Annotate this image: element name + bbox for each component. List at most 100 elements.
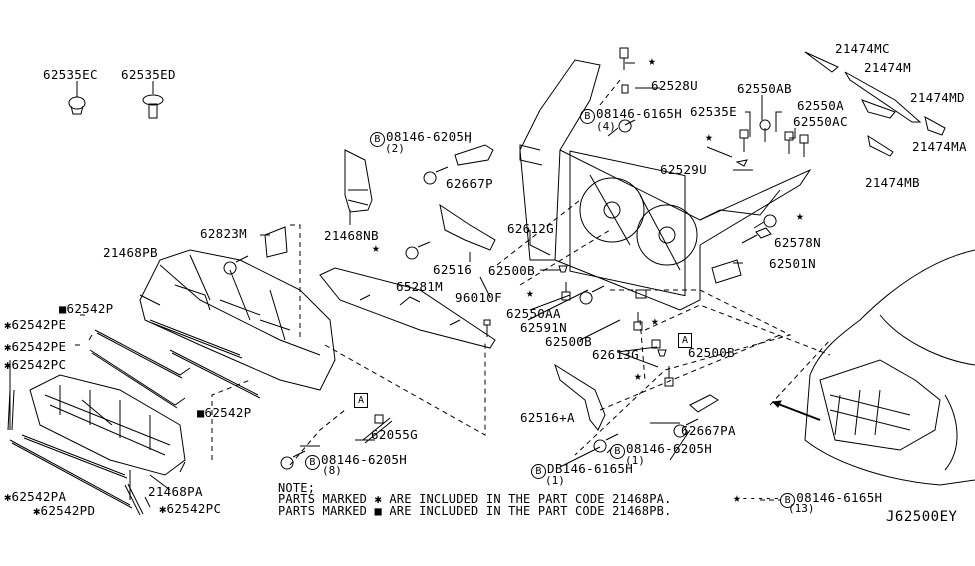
part-number: 62542P: [66, 301, 114, 316]
seal-strips-icon: [7, 319, 261, 516]
part-label-62612g: 62612G: [507, 221, 554, 236]
part-label-62535e: 62535E: [690, 104, 737, 119]
part-label-21474md: 21474MD: [910, 90, 965, 105]
asterisk-mark-icon: ✱: [4, 340, 12, 354]
part-label-21468pb: 21468PB: [103, 245, 158, 260]
star-mark-icon: ★: [634, 369, 643, 384]
bolt-b-icon: B: [370, 132, 385, 147]
part-label-65281m: 65281M: [396, 279, 443, 294]
part-label-62500b: 62500B: [688, 345, 735, 360]
bolt-code: 08146-6165H: [796, 490, 883, 505]
bolt-b-icon: B: [531, 464, 546, 479]
part-label-62591n: 62591N: [520, 320, 567, 335]
note-line-1: PARTS MARKED ✱ ARE INCLUDED IN THE PART …: [278, 492, 672, 506]
bolt-b-icon: B: [780, 493, 796, 508]
bracket-62667p-icon: [264, 144, 719, 413]
part-label-21474mb: 21474MB: [865, 175, 920, 190]
part-label-62500b: 62500B: [545, 334, 592, 349]
part-label-62550aa: 62550AA: [506, 306, 561, 321]
part-label-21474mc: 21474MC: [835, 41, 890, 56]
part-number: 62542P: [204, 405, 252, 420]
note-heading: NOTE;: [278, 481, 316, 495]
part-label-62055g: 62055G: [371, 427, 418, 442]
clip-62535ec-icon: [68, 81, 86, 115]
part-label-62542pa: ✱62542PA: [4, 490, 66, 504]
bolt-quantity: (8): [322, 464, 342, 477]
part-label-62535ec: 62535EC: [43, 67, 98, 82]
bolt-b-icon: B: [610, 444, 625, 459]
part-label-62578n: 62578N: [774, 235, 821, 250]
square-mark-icon: ■: [197, 406, 205, 420]
part-label-21468nb: 21468NB: [324, 228, 379, 243]
part-label-62528u: 62528U: [651, 78, 698, 93]
callout-box-a: A: [678, 333, 692, 348]
dash-lower-21468pa-icon: [29, 374, 186, 476]
part-number: 62542PC: [166, 501, 222, 516]
callout-box-a: A: [354, 393, 368, 408]
part-label-62542p: ■62542P: [197, 406, 252, 420]
part-number: 62542PA: [11, 489, 67, 504]
square-mark-icon: ■: [59, 302, 67, 316]
bolt-code: DB146-6165H: [547, 461, 634, 476]
bolt-code: 08146-6205H: [321, 452, 408, 467]
part-label-62542pc: ✱62542PC: [4, 358, 66, 372]
part-label-62550a: 62550A: [797, 98, 844, 113]
star-mark-icon: ★: [705, 130, 714, 145]
asterisk-mark-icon: ✱: [159, 502, 167, 516]
part-label-21474m: 21474M: [864, 60, 911, 75]
asterisk-mark-icon: ✱: [33, 504, 41, 518]
part-label-62613g: 62613G: [592, 347, 639, 362]
part-label-62516a: 62516+A: [520, 410, 575, 425]
part-label-62500b: 62500B: [488, 263, 535, 278]
radiator-core-support-icon: [519, 59, 812, 311]
note-line-2: PARTS MARKED ■ ARE INCLUDED IN THE PART …: [278, 504, 672, 518]
part-label-96010f: 96010F: [455, 290, 502, 305]
part-number: 62542PD: [40, 503, 96, 518]
bolt-code: 08146-6205H: [626, 441, 713, 456]
star-mark-icon: ★: [651, 314, 660, 329]
star-mark-icon: ★: [733, 491, 742, 506]
part-label-62542pe: ✱62542PE: [4, 318, 66, 332]
legend-leader: -----: [741, 490, 781, 505]
part-label-62542pe: ✱62542PE: [4, 340, 66, 354]
star-mark-icon: ★: [648, 54, 657, 69]
asterisk-mark-icon: ✱: [4, 318, 12, 332]
part-label-62501n: 62501N: [769, 256, 816, 271]
dash-panel-21468pb-icon: [139, 249, 336, 391]
part-label-62823m: 62823M: [200, 226, 247, 241]
dashed-guides: [211, 79, 831, 501]
part-label-62542pd: ✱62542PD: [33, 504, 95, 518]
bolt-quantity: (4): [596, 120, 616, 133]
leader-lines: [9, 62, 796, 508]
bolt-quantity: (2): [385, 142, 405, 155]
part-number: 62542PC: [11, 357, 67, 372]
bolt-quantity: (1): [545, 474, 565, 487]
bracket-62516-icon: [439, 203, 606, 431]
cable-62055g-icon: [362, 414, 393, 444]
part-label-21468pa: 21468PA: [148, 484, 203, 499]
part-label-62535ed: 62535ED: [121, 67, 176, 82]
bolt-b-icon: B: [305, 455, 320, 470]
part-label-62550ab: 62550AB: [737, 81, 792, 96]
vehicle-location-sketch-icon: [771, 249, 975, 486]
part-label-62516: 62516: [433, 262, 473, 277]
star-mark-icon: ★: [526, 286, 535, 301]
bolt-quantity: (13): [788, 502, 815, 515]
clip-62535ed-icon: [142, 81, 164, 119]
part-label-62667pa: 62667PA: [681, 423, 736, 438]
bolt-code: 08146-6205H: [386, 129, 473, 144]
air-guide-strips-icon: [804, 51, 946, 157]
part-label-62542pc: ✱62542PC: [159, 502, 221, 516]
asterisk-mark-icon: ✱: [4, 490, 12, 504]
diagram-reference-code: J62500EY: [886, 509, 958, 525]
star-mark-icon: ★: [372, 241, 381, 256]
part-label-62667p: 62667P: [446, 176, 493, 191]
part-label-21474ma: 21474MA: [912, 139, 967, 154]
star-mark-icon: ★: [796, 209, 805, 224]
